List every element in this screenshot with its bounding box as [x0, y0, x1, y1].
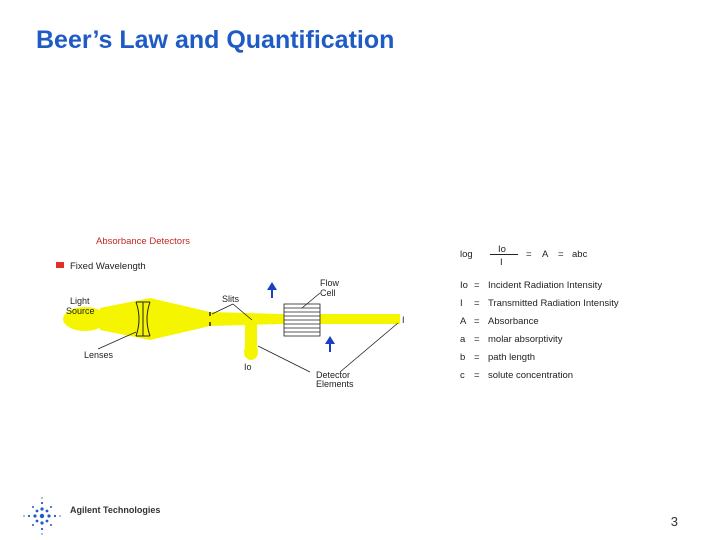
- detector-label-1: Detector: [316, 370, 350, 380]
- definition-equals: =: [474, 280, 480, 291]
- light-beam: [63, 298, 400, 360]
- definition-text: molar absorptivity: [488, 334, 563, 345]
- diagram-header: Absorbance Detectors: [96, 236, 190, 247]
- lens-icon: [135, 301, 151, 337]
- formula-rhs: abc: [572, 249, 588, 260]
- formula-numerator: Io: [498, 244, 506, 255]
- flow-cell-label-2: Cell: [320, 288, 336, 298]
- formula-log: log: [460, 249, 473, 260]
- slide-title: Beer’s Law and Quantification: [36, 26, 395, 54]
- formula-a: A: [542, 249, 549, 260]
- leader-lines: [97, 292, 399, 373]
- definition-symbol: I: [460, 298, 463, 309]
- company-logo: Agilent Technologies: [22, 496, 162, 536]
- definition-equals: =: [474, 352, 480, 363]
- definition-row: Io = Incident Radiation Intensity: [460, 280, 602, 291]
- absorbance-detector-diagram: Absorbance Detectors Fixed Wavelength: [56, 236, 405, 389]
- definition-symbol: Io: [460, 280, 468, 291]
- definition-symbol: b: [460, 352, 466, 363]
- definition-text: Incident Radiation Intensity: [488, 280, 603, 291]
- flow-arrow-icon: [267, 282, 335, 352]
- i-label: I: [402, 315, 405, 325]
- definition-symbol: a: [460, 334, 466, 345]
- light-source-label-2: Source: [66, 306, 95, 316]
- formula-equals: =: [526, 249, 532, 260]
- detector-label-2: Elements: [316, 379, 354, 389]
- lenses-label: Lenses: [84, 350, 114, 360]
- definition-text: Transmitted Radiation Intensity: [488, 298, 619, 309]
- legend-label: Fixed Wavelength: [70, 261, 146, 272]
- definition-row: c = solute concentration: [460, 370, 573, 381]
- legend-marker: [56, 262, 64, 268]
- definition-row: A = Absorbance: [460, 316, 539, 327]
- definition-symbol: A: [460, 316, 467, 327]
- definition-symbol: c: [460, 370, 465, 381]
- definition-row: I = Transmitted Radiation Intensity: [460, 298, 619, 309]
- formula-fraction-bar: [490, 254, 518, 255]
- i0-label: Io: [244, 362, 252, 372]
- definition-row: a = molar absorptivity: [460, 334, 562, 345]
- beers-law-formula: log Io I = A = abc Io = Incident Radiation…: [460, 240, 680, 390]
- flow-cell-label-1: Flow: [320, 278, 340, 288]
- definition-text: path length: [488, 352, 536, 363]
- definition-row: b = path length: [460, 352, 535, 363]
- definition-equals: =: [474, 316, 480, 327]
- definition-text: Absorbance: [488, 316, 539, 327]
- light-source-label-1: Light: [70, 296, 90, 306]
- logo-text: Agilent Technologies: [70, 505, 161, 515]
- definition-equals: =: [474, 334, 480, 345]
- definition-equals: =: [474, 370, 480, 381]
- formula-denominator: I: [500, 257, 503, 268]
- formula-equals-2: =: [558, 249, 564, 260]
- definition-equals: =: [474, 298, 480, 309]
- flow-cell-icon: [283, 303, 321, 337]
- spark-icon: [23, 497, 61, 535]
- definition-text: solute concentration: [488, 370, 574, 381]
- slits-label: Slits: [222, 294, 240, 304]
- page-number: 3: [670, 514, 678, 529]
